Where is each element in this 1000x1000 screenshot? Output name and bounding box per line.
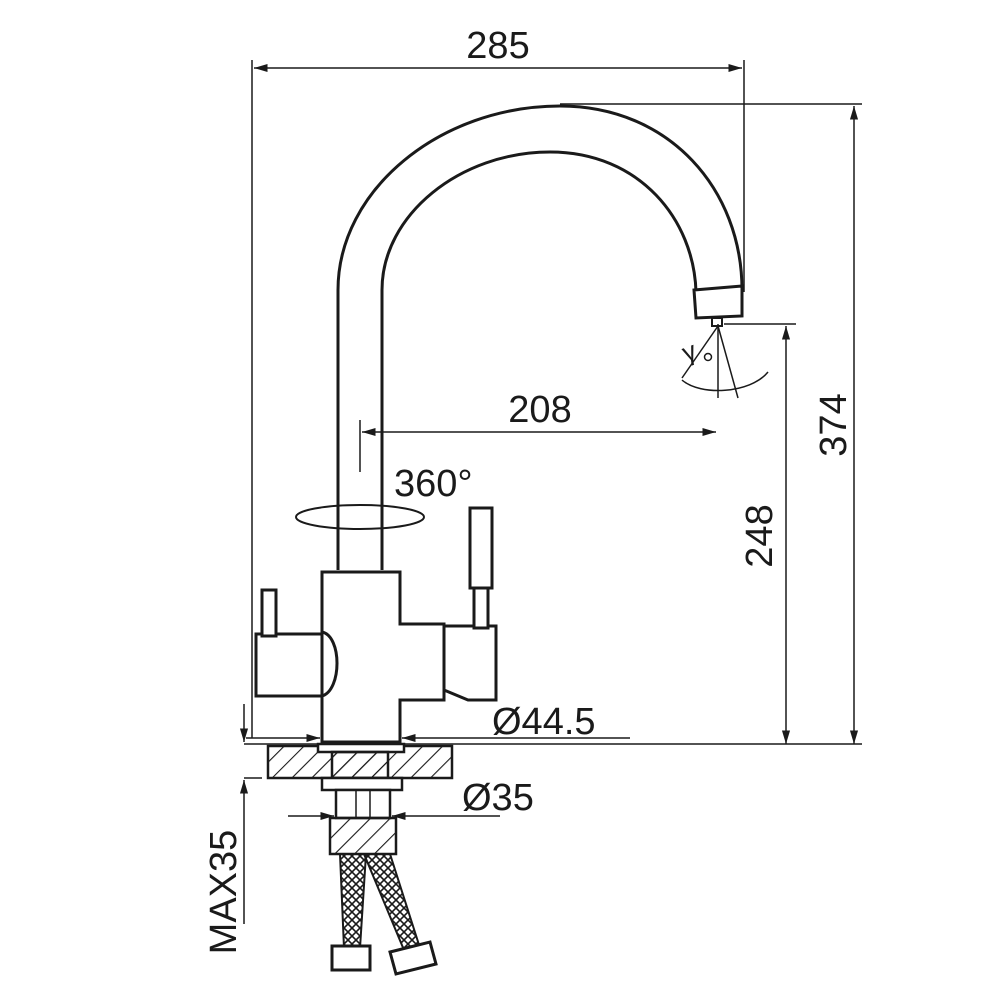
dim-outlet-height: 248 — [724, 323, 796, 744]
spout-nozzle — [692, 284, 744, 320]
swivel-indicator — [295, 504, 425, 530]
right-handle-lever — [468, 506, 494, 590]
deck-section — [266, 742, 454, 856]
dim-base-diameter: Ø44.5 — [246, 701, 630, 743]
left-handle-cap — [254, 632, 324, 698]
dim-max-deck-thickness-label: MAX35 — [203, 830, 245, 955]
right-handle-base — [442, 624, 498, 702]
outlet-angle-mark: γ — [678, 324, 769, 399]
dim-base-diameter-label: Ø44.5 — [492, 701, 596, 743]
dim-spout-reach: 208 — [359, 389, 716, 472]
supply-hoses — [330, 853, 438, 976]
dim-overall-height-label: 374 — [813, 393, 855, 456]
dim-spout-reach-label: 208 — [508, 389, 571, 431]
dim-max-deck-thickness: MAX35 — [203, 704, 262, 954]
dim-overall-height: 374 — [560, 103, 862, 744]
hose-nut-left — [330, 944, 372, 972]
dim-overall-width: 285 — [251, 25, 745, 738]
dim-mount-diameter-label: Ø35 — [462, 777, 534, 819]
dim-overall-width-label: 285 — [466, 25, 529, 67]
dim-outlet-height-label: 248 — [739, 504, 781, 567]
aerator-tip — [711, 317, 723, 327]
angle-symbol: γ — [678, 335, 700, 368]
dim-mount-diameter: Ø35 — [288, 777, 534, 821]
faucet-body — [254, 506, 498, 744]
spout — [336, 104, 744, 570]
hose-nut-right — [388, 940, 438, 976]
left-handle-lever — [260, 588, 278, 638]
swivel-label: 360° — [394, 463, 473, 505]
